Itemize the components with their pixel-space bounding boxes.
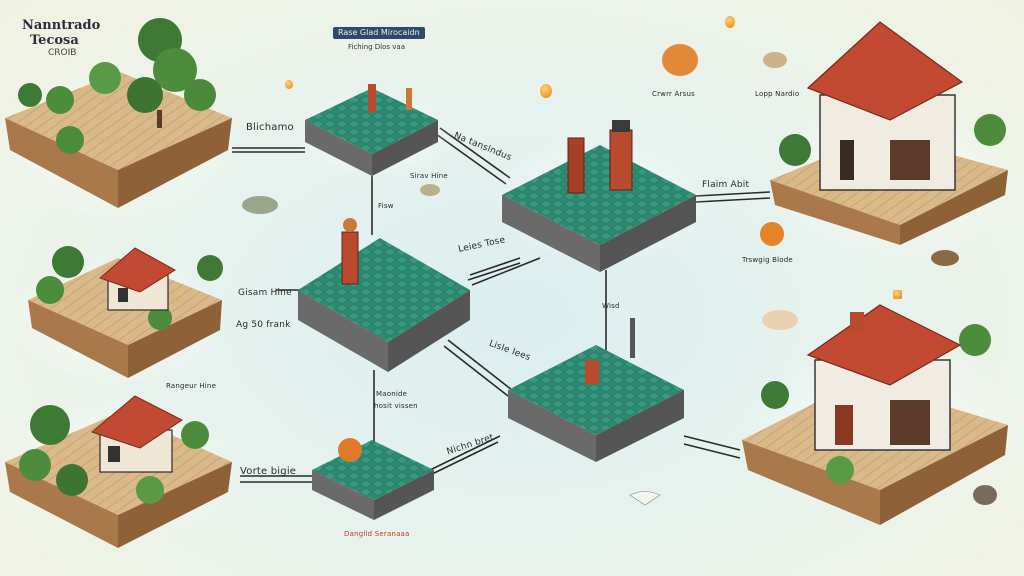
game-title-block: Nanntrado Tecosa CROIB [22, 18, 100, 58]
island-bottom-right[interactable] [742, 304, 1008, 525]
plaza-main[interactable] [502, 120, 696, 272]
plaza-center[interactable] [298, 218, 470, 372]
label-dangild-seram[interactable]: Dangild Seranaaa [344, 530, 410, 538]
road-network [232, 127, 771, 483]
pagoda-top-right[interactable] [806, 21, 964, 191]
island-top-right[interactable] [770, 21, 1008, 245]
island-mid-left[interactable] [28, 246, 223, 378]
top-banner-subtitle: Fiching Dlos vaa [348, 43, 406, 51]
coin-icon[interactable] [893, 290, 902, 299]
label-wisd[interactable]: Wisd [602, 302, 620, 310]
pagoda-bottom-right[interactable] [806, 304, 962, 451]
label-rangeur-hine[interactable]: Rangeur Hine [166, 382, 217, 390]
tower-center[interactable] [341, 218, 359, 285]
plaza-top-center[interactable] [305, 84, 438, 176]
game-title-line-1: Nanntrado [22, 18, 101, 33]
label-top-right-b[interactable]: Lopp Nardio [755, 90, 800, 98]
coin-icon[interactable] [285, 80, 293, 89]
label-ag-so-frank[interactable]: Ag 50 frank [236, 320, 291, 330]
top-banner[interactable]: Rase Glad Mirocaidn [333, 27, 425, 39]
label-right-mid[interactable]: Trswgig Blode [742, 256, 793, 264]
coin-icon[interactable] [540, 84, 552, 98]
island-top-left[interactable] [5, 18, 232, 208]
label-vorte-bigie[interactable]: Vorte bigie [240, 466, 297, 477]
props [242, 44, 997, 506]
island-bottom-left[interactable] [5, 395, 232, 548]
plaza-lower[interactable] [508, 318, 684, 462]
label-siraw-hine[interactable]: Sirav Hine [410, 172, 448, 180]
game-title-line-3: CROIB [48, 48, 77, 58]
label-flaim-abit[interactable]: Flaim Abit [702, 180, 750, 190]
label-gisam-hine[interactable]: Gisam Hine [238, 288, 292, 298]
plaza-bottom[interactable] [312, 438, 434, 520]
label-blichamo[interactable]: Blichamo [246, 122, 294, 133]
label-top-right-a[interactable]: Crwrr Arsus [652, 90, 695, 98]
house-mid-left[interactable] [99, 247, 176, 311]
house-bottom-left[interactable] [90, 395, 183, 473]
label-maonide[interactable]: Maonide [376, 390, 408, 398]
coin-icon[interactable] [725, 16, 735, 28]
label-massut-vissen[interactable]: hosit vissen [374, 402, 418, 410]
game-title-line-2: Tecosa [30, 33, 79, 48]
label-fiswr[interactable]: Fisw [378, 202, 394, 210]
lighthouse-tower[interactable] [609, 120, 633, 191]
